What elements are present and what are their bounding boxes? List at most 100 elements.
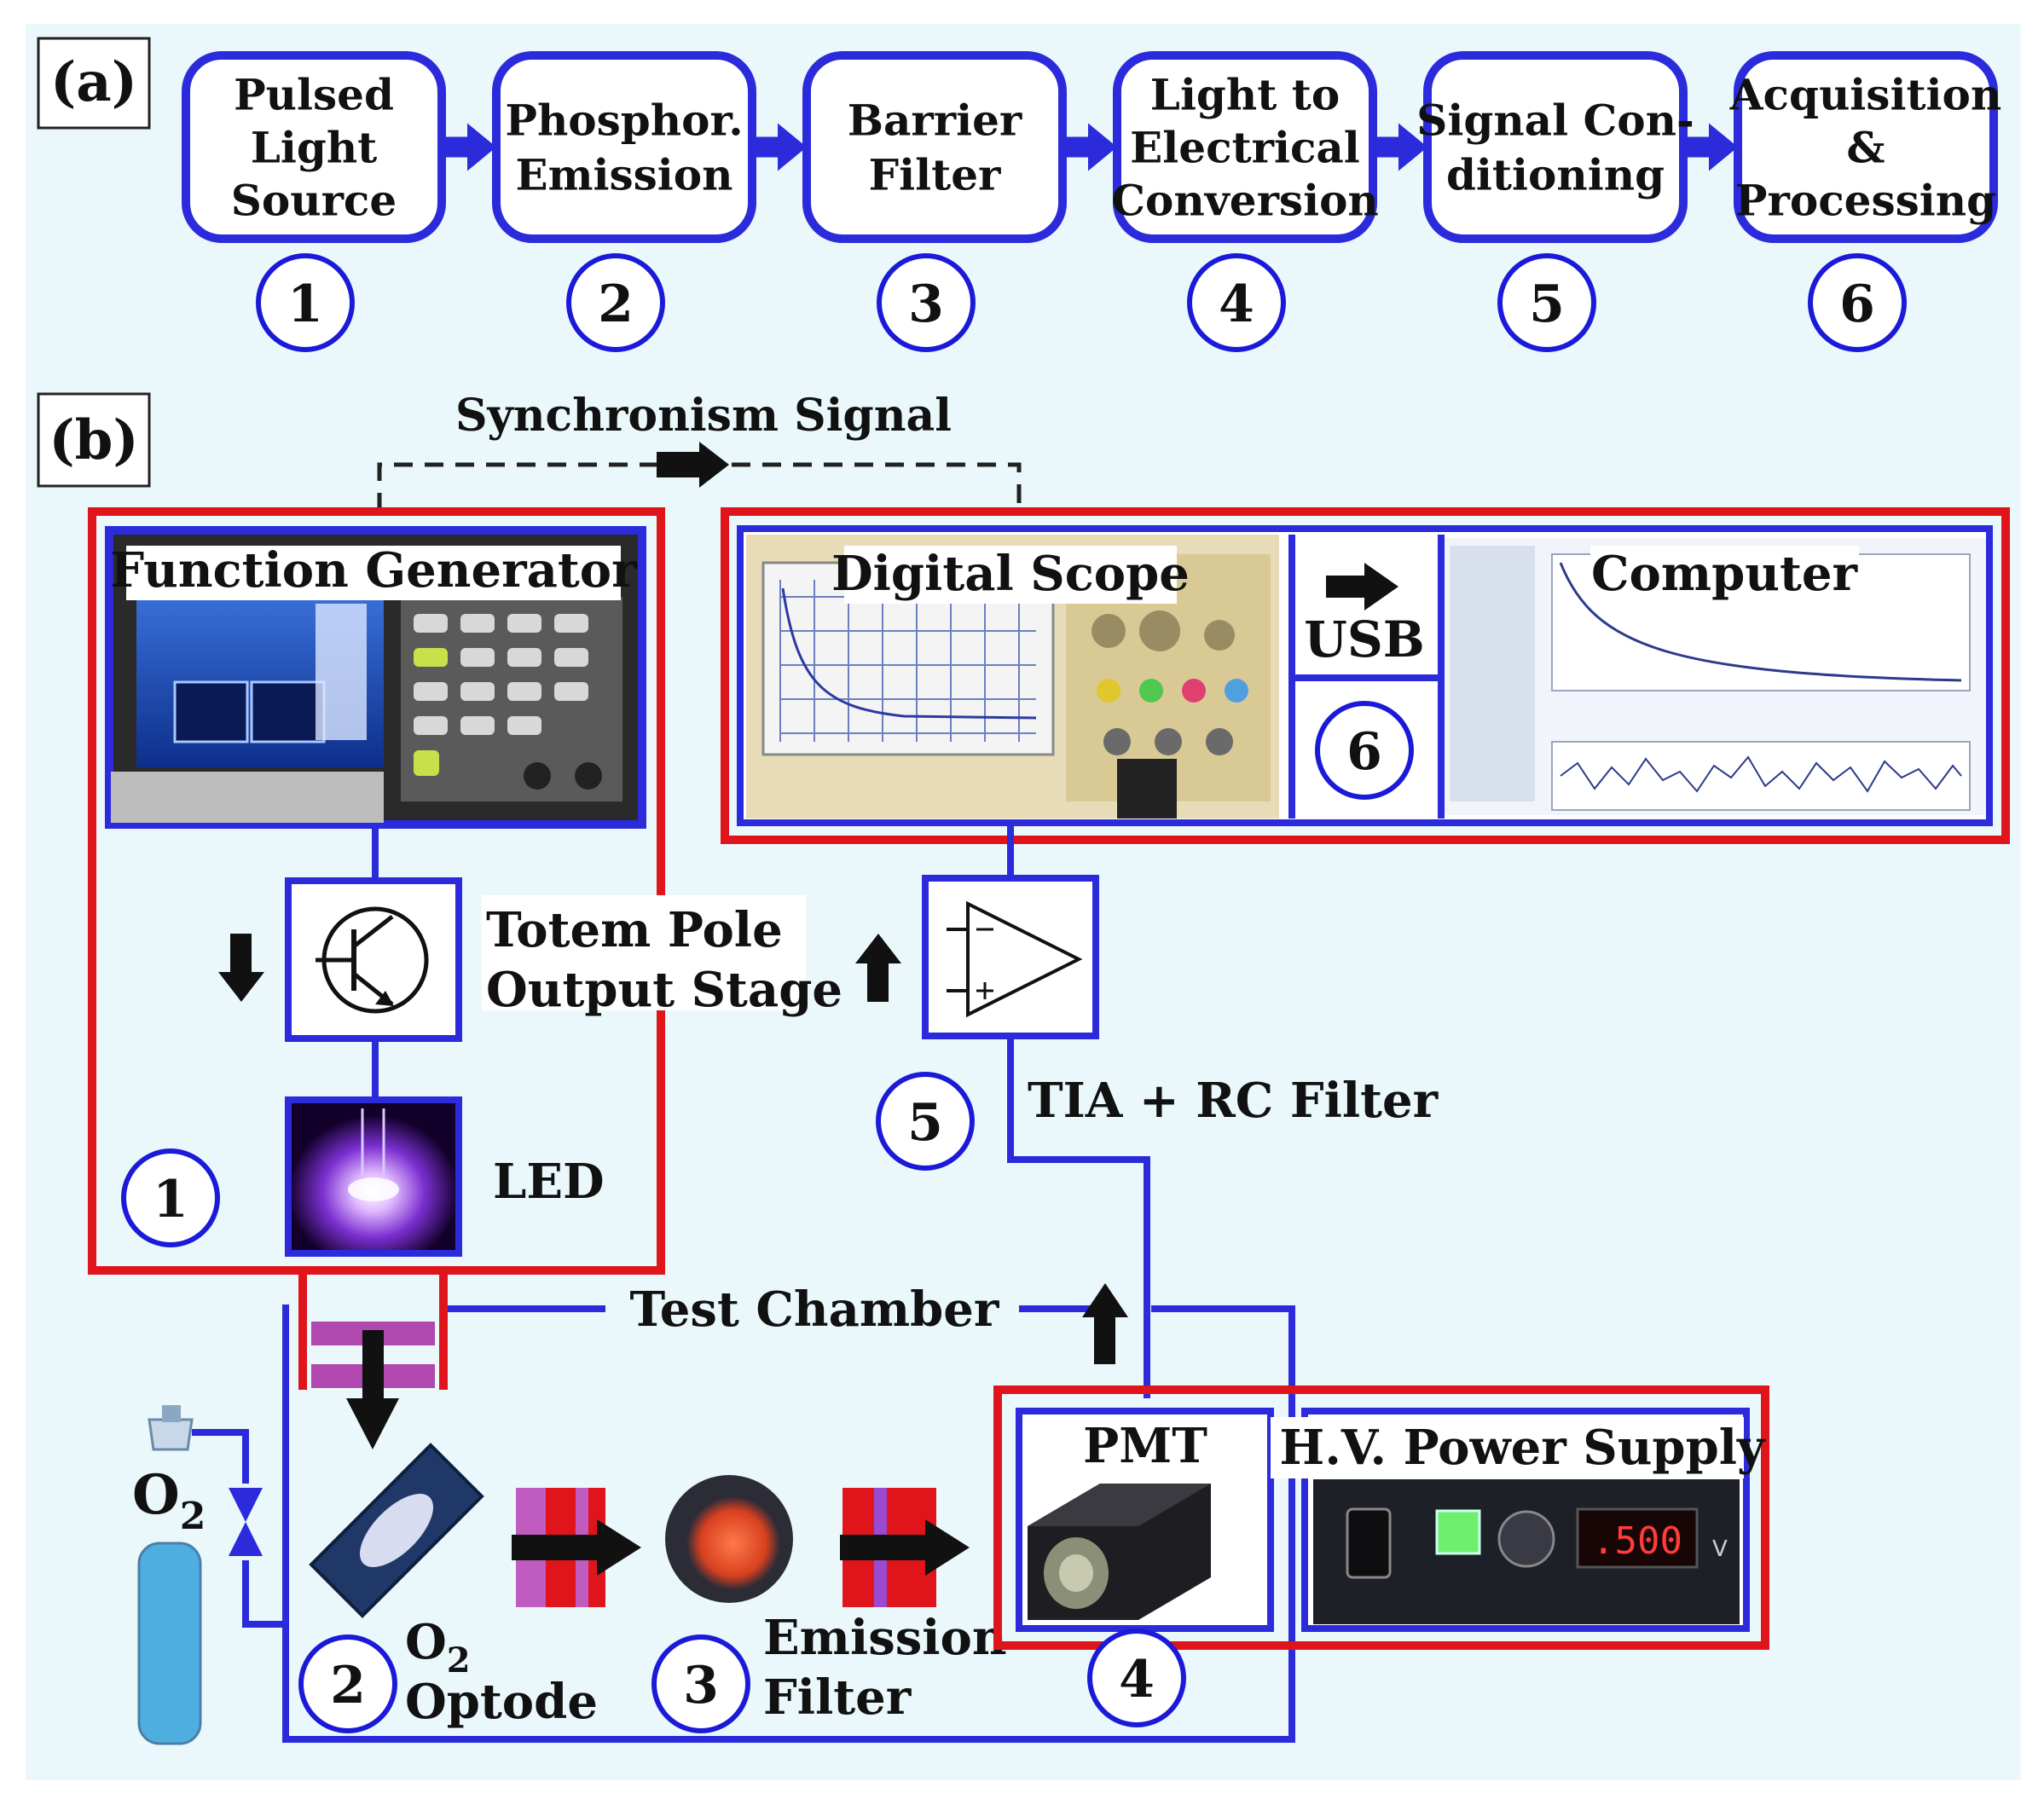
function-generator-label: Function Generator [110, 542, 638, 599]
step-a-num-4: 4 [1219, 275, 1254, 334]
optode-label-line2: Optode [405, 1674, 598, 1730]
tia-to-pmt-wire [1007, 1036, 1150, 1398]
step-a-circle-5 [1497, 253, 1596, 352]
hv-display [1576, 1507, 1699, 1569]
computer-plot-bottom [1551, 741, 1971, 811]
optode-label-line1: O2 [405, 1614, 471, 1681]
hv-on-button [1435, 1509, 1481, 1555]
fg-screen-window-right [250, 680, 326, 743]
sync-arrow-icon [657, 442, 729, 488]
digital-scope-label: Digital Scope [831, 546, 1190, 602]
led-image [285, 1096, 462, 1257]
step-a-num-1: 1 [287, 275, 323, 334]
op-amp-icon [947, 900, 1083, 1018]
step-a-num-5: 5 [1529, 275, 1565, 334]
pmt-image [1028, 1484, 1211, 1620]
step-a-circle-1 [256, 253, 355, 352]
detection-group-frame [993, 1386, 1769, 1650]
hv-display-value: .500 [1592, 1519, 1682, 1563]
step-circle-3 [651, 1634, 750, 1733]
excitation-arrow-icon [346, 1330, 399, 1449]
emission-arrow-icon-2 [840, 1519, 970, 1576]
step-a-circle-2 [566, 253, 665, 352]
up-arrow-icon-tia [855, 934, 901, 1002]
step-a-num-3: 3 [908, 275, 944, 334]
step-label-6-line2: & [1846, 123, 1885, 173]
usb-label: USB [1304, 610, 1425, 668]
o2-label: O2 [132, 1463, 206, 1538]
totem-pole-box [285, 877, 462, 1042]
hv-label-bg [1271, 1417, 1744, 1478]
process-steps: PulsedLightSource1Phosphor.Emission2Barr… [182, 51, 2001, 352]
step-num-2: 2 [330, 1656, 366, 1715]
transistor-icon [316, 906, 429, 1014]
step-num-6: 6 [1346, 722, 1382, 782]
optode-image [309, 1443, 484, 1618]
step-num-4: 4 [1119, 1650, 1155, 1710]
flow-arrow-icon-5 [1687, 123, 1738, 171]
step-label-5-line1: Signal Con- [1416, 95, 1694, 146]
panel-b-tag: (b) [49, 408, 138, 472]
tia-label: TIA + RC Filter [1028, 1073, 1439, 1129]
step-num-5: 5 [907, 1093, 943, 1153]
function-generator-label-bg [126, 546, 621, 600]
sync-signal-line [377, 462, 1022, 512]
step-a-num-2: 2 [598, 275, 634, 334]
step-label-6-line1: Acquisition [1729, 70, 2001, 120]
step-num-1: 1 [153, 1170, 188, 1229]
hv-supply-label: H.V. Power Supply [1279, 1420, 1766, 1476]
step-circle-4 [1087, 1629, 1186, 1727]
sync-signal-label: Synchronism Signal [455, 390, 952, 442]
tia-box [922, 875, 1099, 1039]
step-label-3-line1: Barrier [848, 95, 1022, 146]
step-circle-5 [876, 1072, 975, 1171]
test-chamber-label: Test Chamber [630, 1281, 1000, 1338]
flow-arrow-icon-2 [756, 123, 807, 171]
step-label-1-line3: Source [231, 176, 397, 226]
step-label-3-line2: Filter [869, 150, 1001, 200]
totem-label-bg [482, 895, 806, 1010]
step-circle-2 [298, 1634, 397, 1733]
down-arrow-icon [218, 934, 264, 1002]
emission-arrow-icon-1 [512, 1519, 641, 1576]
totem-pole-label-line2: Output Stage [486, 962, 842, 1018]
flow-arrow-icon-4 [1376, 123, 1427, 171]
o2-cylinder [137, 1405, 202, 1745]
hv-adjust-knob [1497, 1510, 1555, 1568]
o2-supply-wire [192, 1429, 249, 1484]
step-box-6 [1734, 51, 1998, 243]
emission-filter-label-line1: Emission [763, 1610, 1007, 1666]
step-label-4-line1: Light to [1150, 70, 1340, 120]
step-box-1 [182, 51, 446, 243]
computer-label: Computer [1591, 546, 1859, 602]
scope-trace [781, 587, 1037, 720]
step-a-num-6: 6 [1839, 275, 1875, 334]
step-label-4-line2: Electrical [1130, 123, 1360, 173]
hv-display-unit: V [1712, 1536, 1728, 1562]
up-arrow-icon-pmt [1082, 1283, 1128, 1364]
panel-a-tag: (a) [50, 50, 137, 114]
pmt-label: PMT [1083, 1418, 1207, 1474]
panel-b: (b) Synchronism Signal Function Generato… [37, 390, 2010, 1745]
step-circle-6 [1315, 701, 1414, 800]
computer-label-bg [1590, 546, 1859, 604]
step-a-circle-3 [877, 253, 976, 352]
step-box-2 [492, 51, 756, 243]
hv-power-switch [1346, 1507, 1392, 1579]
panel-a-tag-box [37, 37, 151, 130]
led-bulb-icon [348, 1177, 399, 1201]
acquisition-group-frame [721, 507, 2010, 844]
fg-bottom-bar [111, 772, 384, 823]
o2-return-wire [242, 1560, 286, 1628]
step-num-3: 3 [683, 1656, 719, 1715]
step-label-6-line3: Processing [1735, 176, 1996, 226]
step-label-2-line2: Emission [515, 150, 732, 200]
step-label-2-line1: Phosphor. [505, 95, 743, 146]
panel-a: (a) PulsedLightSource1Phosphor.Emission2… [37, 37, 2001, 352]
fg-screen-window-left [173, 680, 249, 743]
step-box-3 [802, 51, 1067, 243]
totem-pole-label-line1: Totem Pole [486, 902, 783, 958]
pmt-label-bg [1066, 1420, 1224, 1475]
panel-b-tag-box [37, 392, 151, 488]
